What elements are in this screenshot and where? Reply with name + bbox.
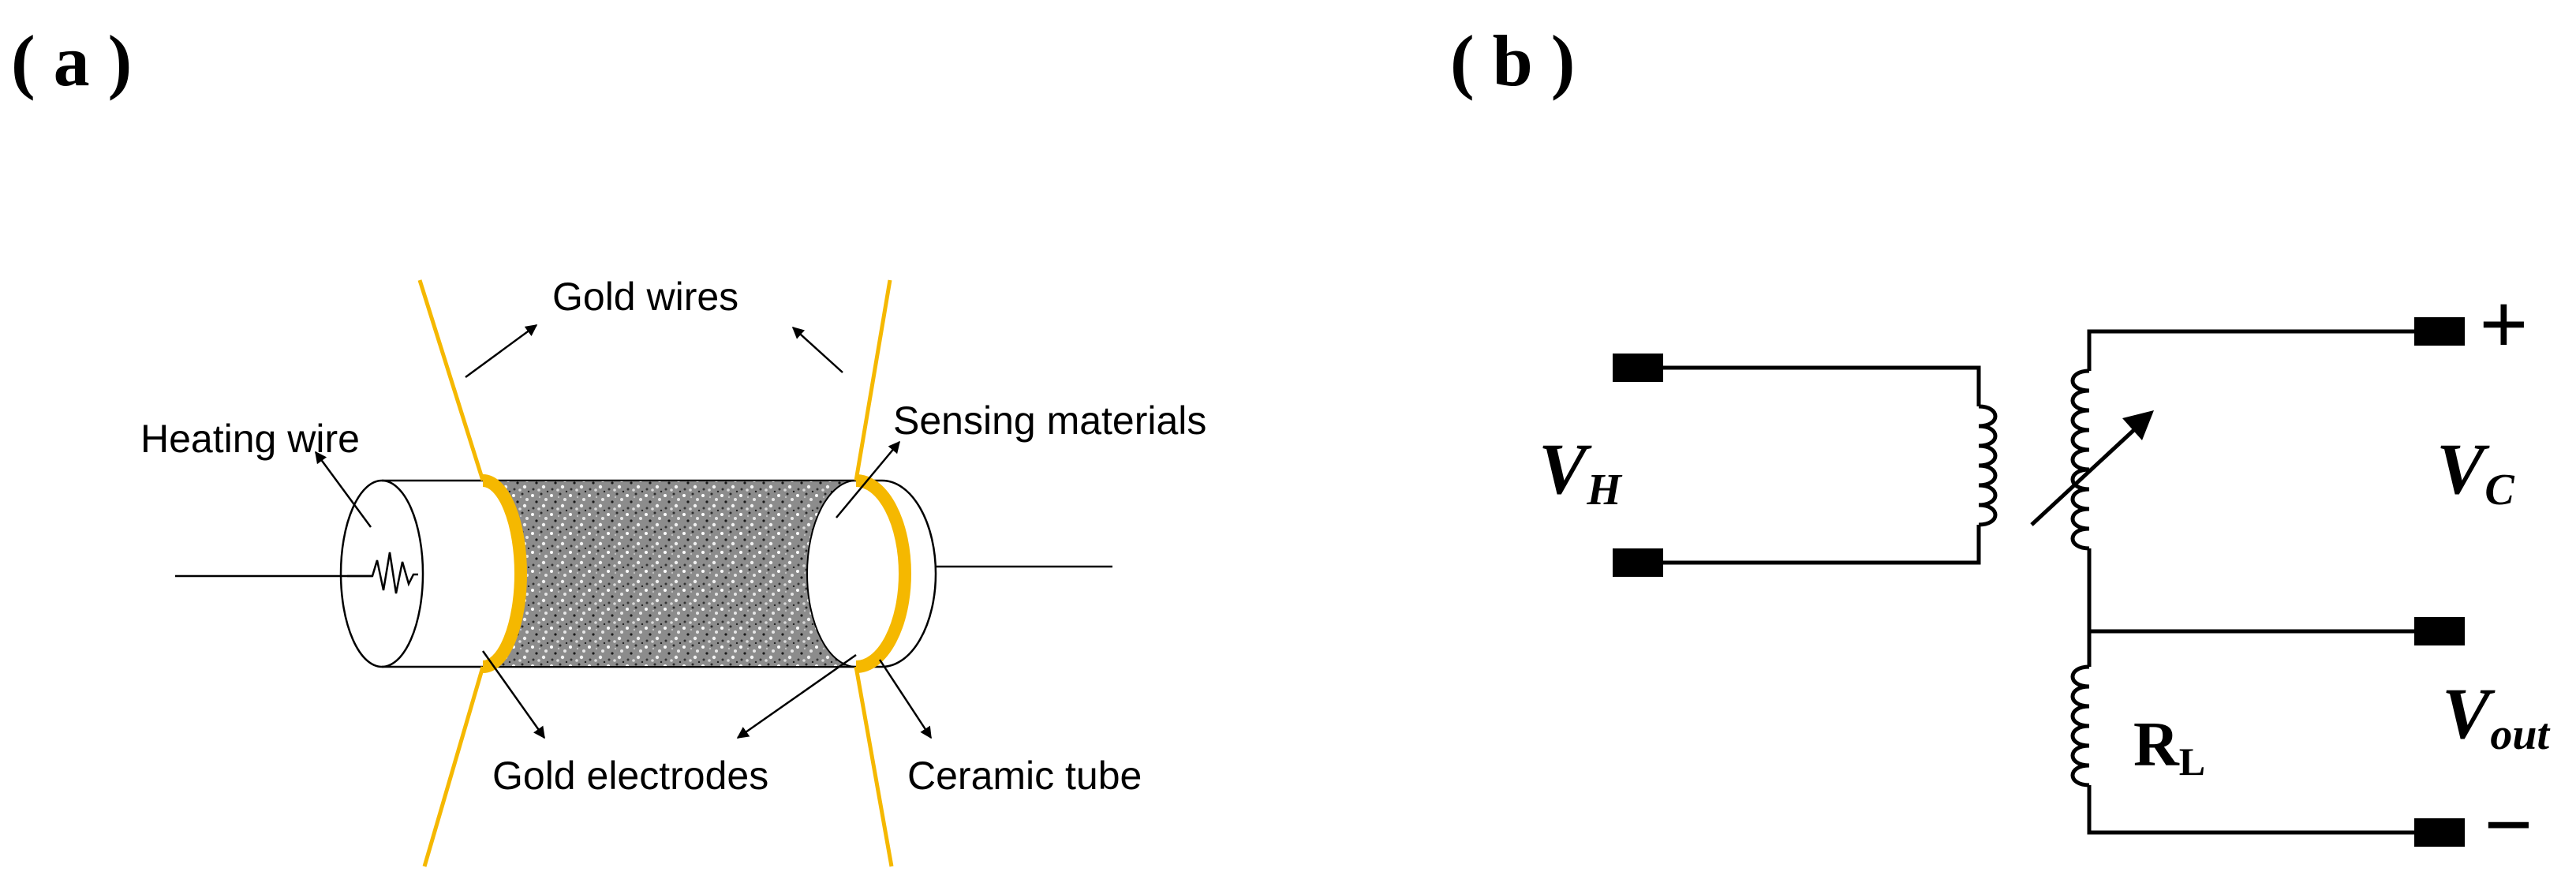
gold-wire-right: [854, 279, 892, 481]
ceramic-tube-label: Ceramic tube: [907, 754, 1142, 798]
variable-arrow-shaft: [2030, 425, 2140, 526]
tube-right-end: [881, 479, 937, 668]
vh-symbol: VH: [1538, 428, 1622, 514]
vh-terminal-bottom: [1613, 548, 1663, 577]
gold-electrodes-arrow-left: [481, 650, 546, 739]
heater-wire-bottom: [1663, 525, 1981, 565]
minus-terminal: [2414, 818, 2465, 847]
plus-sign: +: [2479, 276, 2529, 372]
sensor-coil: [2070, 369, 2090, 551]
gold-wires-label: Gold wires: [552, 275, 738, 319]
gold-electrode-left: [482, 474, 527, 673]
rl-symbol: RL: [2133, 710, 2205, 784]
gold-wires-arrow-right: [791, 326, 843, 373]
sensing-materials-label: Sensing materials: [893, 398, 1206, 443]
vc-symbol: VC: [2436, 428, 2514, 514]
heating-wire-label: Heating wire: [140, 417, 360, 461]
ceramic-tube-arrow: [878, 659, 933, 739]
sensing-material: [482, 480, 857, 668]
vout-terminal: [2414, 617, 2465, 645]
panel-a-label: ( a ): [11, 21, 132, 101]
sensing-materials-arrow: [836, 440, 900, 518]
heating-wire-arrow: [314, 451, 372, 528]
vh-terminal-top: [1613, 354, 1663, 382]
ground-wire: [2087, 785, 2418, 835]
gold-wire-right-lower: [854, 666, 894, 867]
load-resistor-coil: [2070, 664, 2090, 788]
gold-electrodes-label: Gold electrodes: [492, 754, 768, 798]
heating-wire-coil: [347, 552, 418, 594]
panel-b: ( b ) + − VH VC Vout: [1450, 21, 2551, 873]
variable-arrow-head: [2122, 410, 2154, 440]
gold-wires-arrow-left: [465, 324, 538, 379]
gold-wire-left: [417, 279, 485, 481]
vout-symbol: Vout: [2442, 673, 2551, 759]
panel-b-label: ( b ): [1450, 21, 1575, 101]
minus-sign: −: [2484, 776, 2533, 873]
sensor-wire-top: [2087, 329, 2418, 371]
heater-wire-top: [1663, 365, 1981, 406]
panel-a: ( a ) Gold wi: [11, 21, 1206, 867]
gold-electrode-right: [855, 474, 911, 673]
vc-plus-terminal: [2414, 317, 2465, 346]
gold-electrodes-arrow-right: [736, 653, 857, 739]
heater-coil: [1978, 404, 1998, 527]
gold-wire-left-lower: [422, 666, 485, 867]
tube-left-end: [339, 479, 424, 668]
